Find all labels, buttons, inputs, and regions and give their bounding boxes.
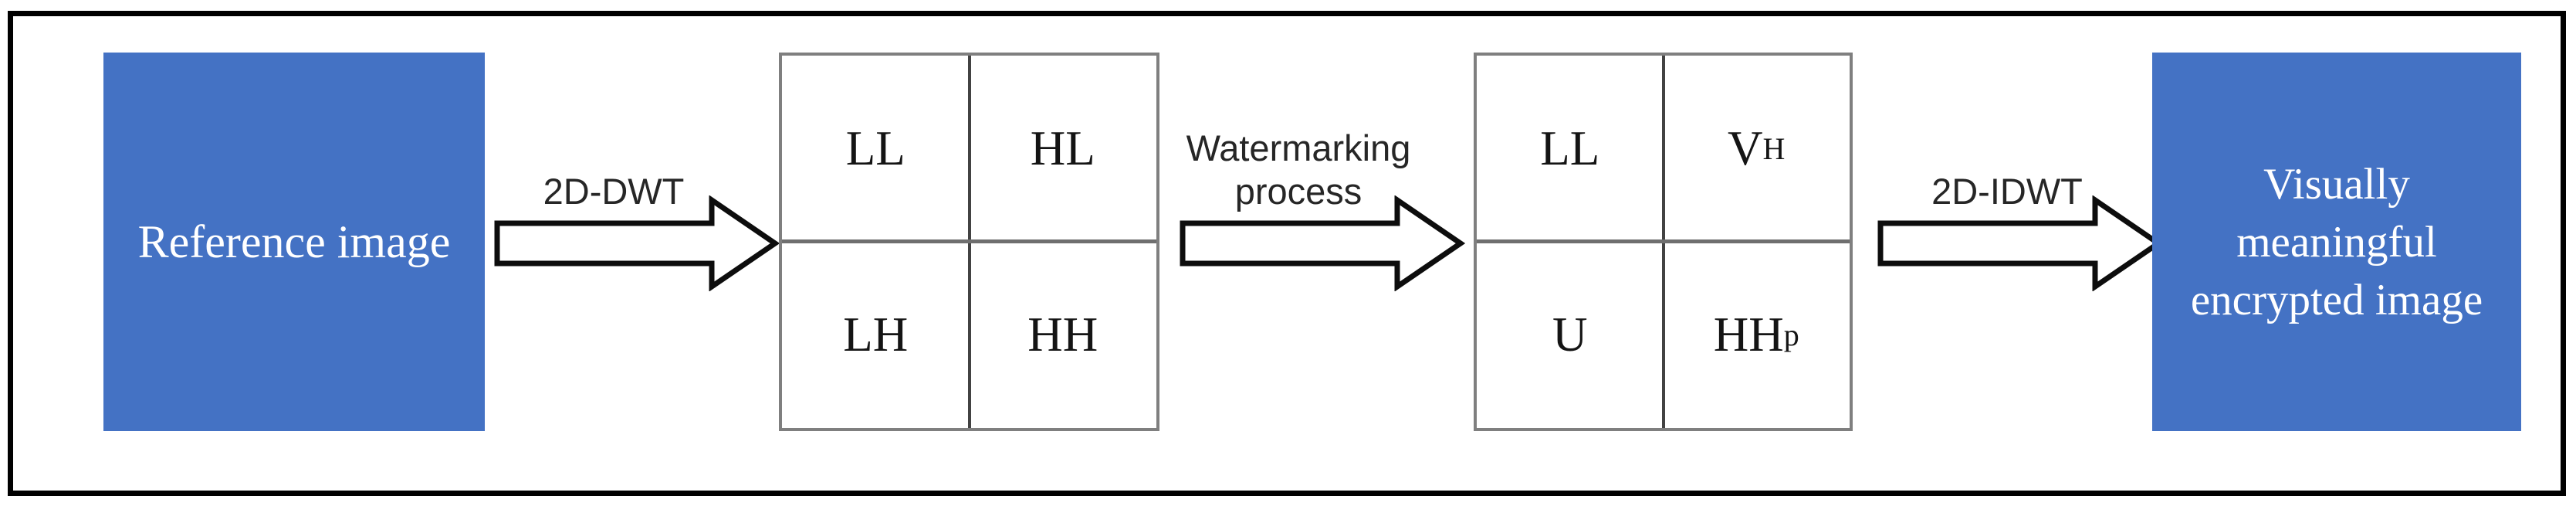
dwt-subband-grid: LL HL LH HH: [779, 53, 1159, 431]
watermarking-arrow: [1180, 195, 1465, 291]
watermarking-arrow-label: Watermarking process: [1144, 127, 1453, 213]
watermarking-label-line2: process: [1234, 171, 1362, 212]
subband-cell-hh: HH: [1027, 307, 1098, 362]
figure-outer-border: [8, 11, 2566, 496]
dwt-arrow: [494, 195, 780, 291]
idwt-arrow: [1877, 195, 2163, 291]
encrypted-image-label-line2: meaningful: [2236, 217, 2437, 267]
subband-cell-ll2: LL: [1540, 121, 1600, 175]
encrypted-image-box: Visually meaningful encrypted image: [2152, 53, 2521, 431]
grid-horizontal-divider: [1477, 239, 1850, 243]
dwt-arrow-label: 2D-DWT: [543, 171, 685, 212]
subband-cell-lh: LH: [843, 307, 909, 362]
encrypted-image-label-line1: Visually: [2263, 159, 2410, 209]
watermarking-label-line1: Watermarking: [1186, 127, 1411, 168]
reference-image-label: Reference image: [137, 216, 451, 267]
idwt-arrow-label: 2D-IDWT: [1931, 171, 2083, 212]
grid-horizontal-divider: [782, 239, 1156, 243]
subband-cell-u: U: [1552, 307, 1588, 362]
subband-cell-hl: HL: [1030, 121, 1095, 175]
encrypted-image-label-line3: encrypted image: [2190, 275, 2483, 324]
reference-image-box: Reference image: [103, 53, 485, 431]
subband-cell-ll: LL: [845, 121, 905, 175]
